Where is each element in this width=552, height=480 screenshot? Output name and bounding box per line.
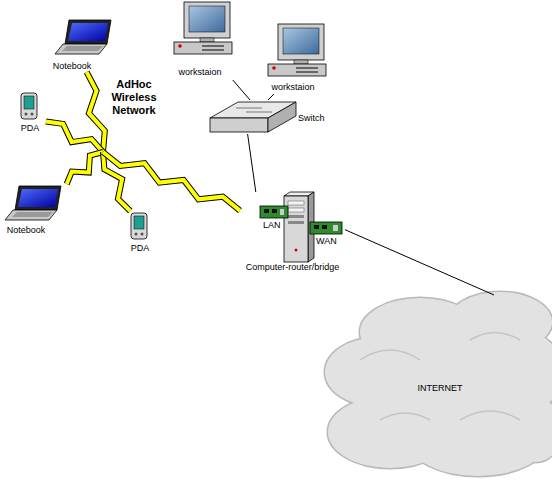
device-label: Notebook — [47, 61, 97, 71]
workstation-node: workstaion — [168, 0, 240, 80]
device-label: PDA — [14, 123, 46, 133]
bolt-fill — [46, 122, 103, 153]
bolt-fill — [103, 152, 240, 211]
device-label: PDA — [122, 243, 158, 253]
pda-icon — [131, 213, 147, 239]
cable-line — [248, 134, 256, 192]
lan-card — [260, 206, 288, 218]
bolt-outline — [103, 152, 240, 211]
device-label: Switch — [298, 113, 328, 123]
network-cable — [248, 134, 256, 192]
pda-icon — [21, 93, 37, 119]
cable-line — [268, 94, 274, 100]
workstation-icon — [268, 24, 326, 76]
device-label: Notebook — [2, 225, 50, 235]
card-label: LAN — [263, 220, 287, 230]
device-label: INTERNET — [390, 383, 490, 393]
cable-line — [233, 80, 250, 100]
cloud-node: INTERNET — [320, 295, 552, 480]
device-label: workstaion — [168, 67, 232, 77]
pda-node: PDA — [122, 211, 158, 253]
cable-line — [345, 230, 494, 295]
bolt-outline — [67, 152, 103, 184]
wireless-link — [46, 122, 103, 153]
pda-node: PDA — [14, 92, 46, 134]
wan-card — [310, 222, 342, 234]
switch-icon — [210, 102, 296, 132]
router-node: Computer-router/bridge — [240, 192, 345, 274]
notebook-node: Notebook — [2, 184, 70, 238]
network-cable — [268, 94, 274, 100]
internet-cloud — [325, 292, 552, 476]
notebook-node: Notebook — [45, 18, 117, 72]
switch-node: Switch — [208, 100, 328, 134]
card-label: WAN — [316, 236, 342, 246]
network-cable — [345, 230, 494, 295]
bolt-fill — [67, 152, 103, 184]
network-cable — [233, 80, 250, 100]
bolt-outline — [46, 122, 103, 153]
device-label: workstaion — [264, 82, 322, 92]
wireless-link — [103, 152, 240, 211]
notebook-icon — [55, 20, 111, 54]
network-hub: AdHoc Wireless Network — [103, 78, 165, 152]
router-icon — [284, 192, 314, 262]
wireless-link — [67, 152, 103, 184]
device-label: Computer-router/bridge — [232, 262, 353, 272]
workstation-icon — [174, 2, 232, 54]
device-label: AdHoc Wireless Network — [103, 78, 165, 117]
workstation-node: workstaion — [264, 22, 330, 94]
notebook-icon — [5, 186, 61, 220]
